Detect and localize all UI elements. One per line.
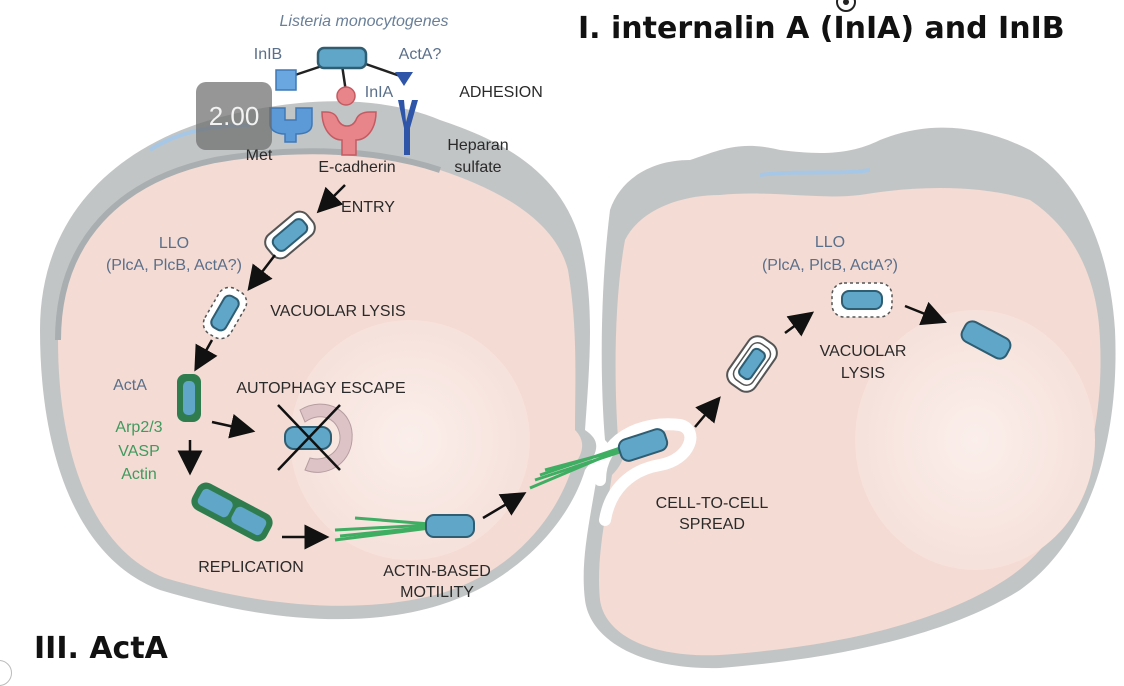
motile-bacterium-2: [529, 428, 669, 490]
vacuolar-lysis-label-2b: LYSIS: [841, 365, 885, 382]
zoom-level-badge: 2.00: [196, 82, 272, 150]
llo-label-right: LLO: [815, 234, 845, 251]
vacuolar-lysis-label-2a: VACUOLAR: [820, 343, 907, 360]
arrow-to-acta: [194, 339, 218, 372]
cursor-icon: [836, 0, 856, 12]
sulfate-label: sulfate: [454, 159, 501, 176]
replicating-bacteria: [191, 482, 273, 542]
actin-motility-label-2: MOTILITY: [400, 584, 474, 601]
right-membrane-highlight: [759, 168, 871, 177]
llo-sub-label-left: (PlcA, PlcB, ActA?): [106, 257, 242, 274]
vacuolar-lysis-label: VACUOLAR LYSIS: [270, 303, 405, 320]
motile-bacterium-1: [334, 514, 475, 542]
arrow-to-lysis-2: [784, 311, 815, 337]
replication-label: REPLICATION: [198, 559, 304, 576]
entry-label: ENTRY: [341, 199, 395, 216]
acta-ligand-label: ActA?: [399, 46, 442, 63]
arp23-label: Arp2/3: [115, 419, 162, 436]
left-cell-inner-membrane: [55, 148, 441, 341]
pathway-arrows: [177, 184, 947, 550]
heparan-sulfate-receptor: [398, 100, 418, 155]
autophagosome-icon: [299, 403, 353, 473]
inla-ligand: [336, 86, 356, 106]
actin-motility-label-1: ACTIN-BASED: [383, 563, 491, 580]
cell-to-cell-protrusion: [594, 418, 697, 526]
acta-factor-label: ActA: [113, 377, 147, 394]
left-cell-nucleus: [290, 320, 530, 560]
actin-tail-1: [334, 516, 431, 542]
autophagy-escape-label: AUTOPHAGY ESCAPE: [236, 380, 405, 397]
ecadherin-label: E-cadherin: [318, 159, 395, 176]
actin-label: Actin: [121, 466, 157, 483]
spread-label-2: SPREAD: [679, 516, 745, 533]
entry-bacterium: [264, 210, 316, 260]
ecadherin-receptor: [321, 111, 377, 156]
arrow-to-protrusion: [482, 492, 527, 520]
arrow-to-autophagy: [211, 414, 256, 439]
adhesion-label: ADHESION: [459, 84, 543, 101]
arrow-to-double-membrane: [694, 396, 721, 428]
heparan-label: Heparan: [447, 137, 508, 154]
listeria-bacterium-surface: [275, 46, 413, 106]
llo-sub-label-right: (PlcA, PlcB, ActA?): [762, 257, 898, 274]
section-heading-acta: III. ActA: [34, 631, 169, 666]
vacuolar-lysis-bacterium: [202, 286, 248, 340]
vasp-label: VASP: [118, 443, 160, 460]
right-cell-nucleus: [855, 310, 1095, 570]
inlb-label: InIB: [254, 46, 282, 63]
inla-label: InIA: [365, 84, 394, 101]
free-bacterium: [960, 320, 1012, 360]
arrow-to-free: [904, 301, 947, 326]
bacterium-species-label: Listeria monocytogenes: [280, 13, 449, 30]
section-heading-inla-inlb: I. internalin A (InIA) and InIB: [578, 11, 1065, 46]
autophagy-bacterium: [277, 403, 353, 473]
right-host-cell: [583, 127, 1116, 669]
left-host-cell: [40, 101, 597, 620]
double-membrane-bacterium: [726, 335, 778, 393]
llo-label-left: LLO: [159, 235, 189, 252]
met-receptor: [269, 107, 313, 143]
acta-coated-bacterium: [177, 374, 201, 422]
actin-tail-2: [529, 446, 621, 490]
met-label: Met: [246, 147, 273, 164]
bacterium-body: [316, 46, 368, 70]
acta-ligand: [395, 72, 413, 86]
arrow-to-lysis: [247, 254, 276, 291]
vacuolar-lysis-bacterium-2: [831, 282, 893, 318]
arrow-entry: [316, 184, 346, 214]
spread-label-1: CELL-TO-CELL: [656, 495, 769, 512]
inlb-ligand: [275, 69, 297, 91]
